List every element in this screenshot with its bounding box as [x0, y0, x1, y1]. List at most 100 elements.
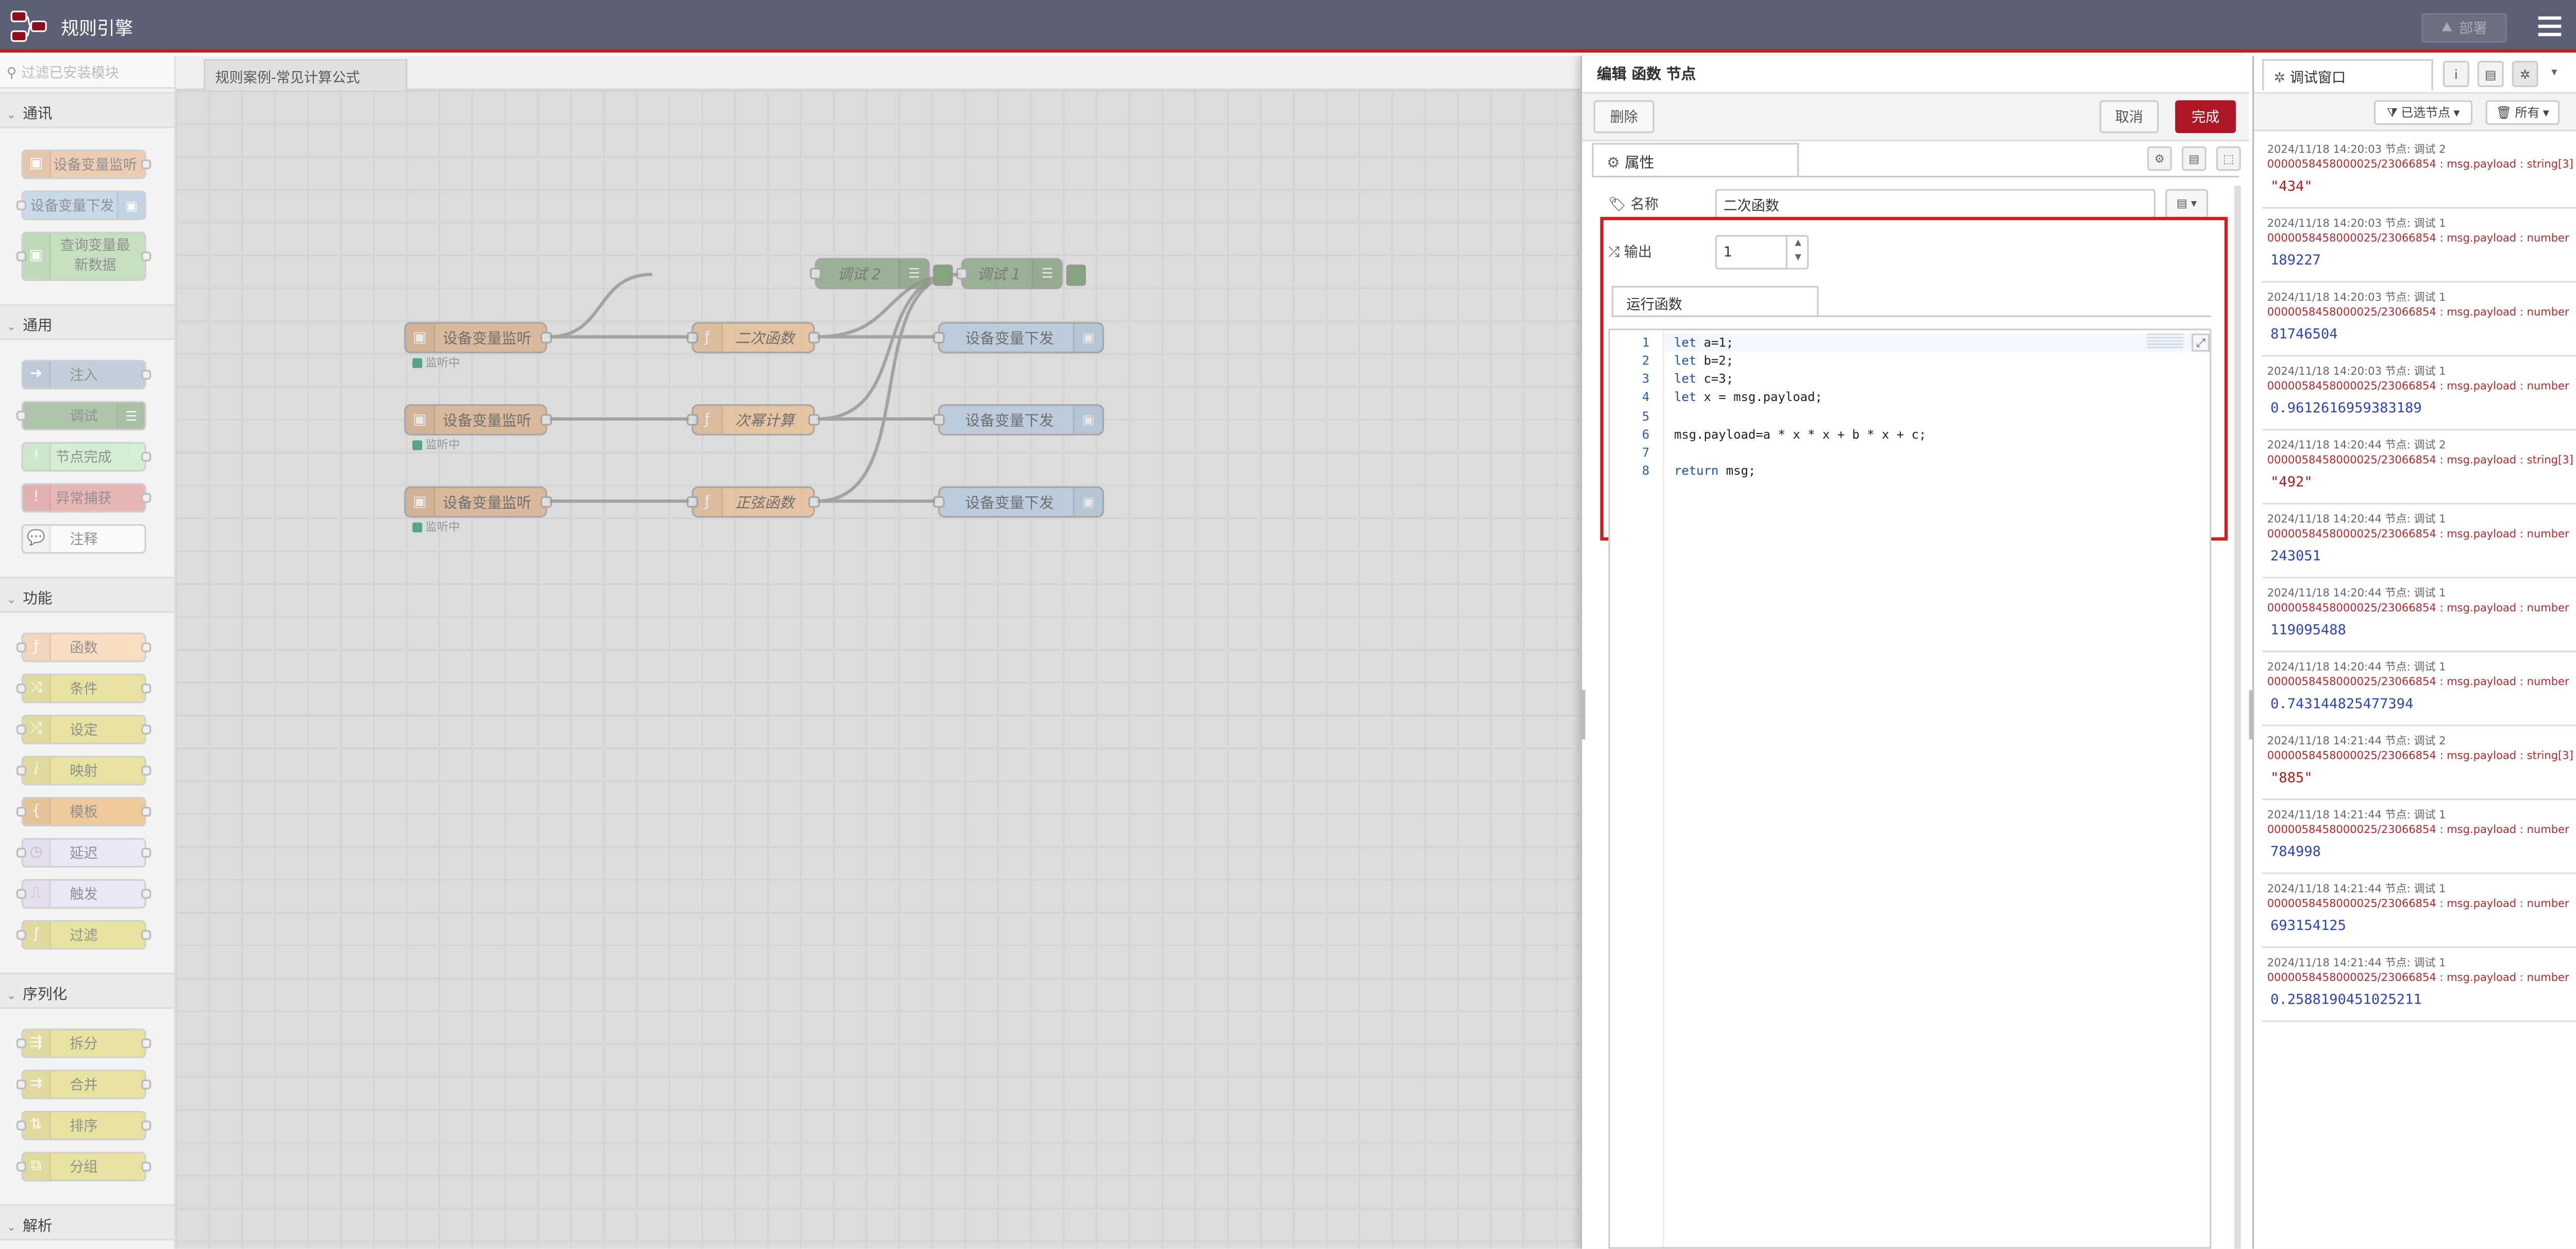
menu-icon[interactable] [2538, 16, 2562, 37]
description-icon[interactable]: ▤ [2182, 146, 2206, 171]
flow-node-device-listen-1[interactable]: ▣设备变量监听 [404, 322, 552, 354]
done-button[interactable]: 完成 [2175, 100, 2236, 134]
bug-icon[interactable]: ✲ [2512, 60, 2538, 87]
palette-category-comms[interactable]: ⌄通讯 [0, 92, 174, 128]
flow-node-debug-2[interactable]: 调试 2☰ [810, 258, 930, 289]
message-path[interactable]: 0000058458000025/23066854 : msg.payload … [2267, 749, 2573, 763]
message-path[interactable]: 0000058458000025/23066854 : msg.payload … [2267, 527, 2569, 541]
palette-node-trigger[interactable]: ⎍触发 [16, 879, 152, 909]
delete-button[interactable]: 删除 [1593, 100, 1654, 134]
editor-scrollbar[interactable] [2234, 186, 2241, 1249]
message-path[interactable]: 0000058458000025/23066854 : msg.payload … [2267, 379, 2569, 393]
appearance-icon[interactable]: ⬚ [2216, 146, 2241, 171]
message-path[interactable]: 0000058458000025/23066854 : msg.payload … [2267, 305, 2569, 319]
flow-node-debug-1[interactable]: 调试 1☰ [956, 258, 1063, 289]
palette-node-debug[interactable]: 调试☰ [16, 401, 146, 431]
spinner-arrows-icon[interactable]: ▲▼ [1785, 237, 1809, 268]
palette-node-join[interactable]: ⇉合并 [16, 1070, 152, 1100]
palette-search-input[interactable]: ⚲ 过滤已安装模块 [0, 56, 174, 89]
palette-node-complete[interactable]: !节点完成 [21, 442, 152, 472]
palette-category-sequence[interactable]: ⌄序列化 [0, 973, 174, 1009]
sidebar-resize-handle[interactable] [2249, 690, 2254, 740]
message-value[interactable]: "492" [2270, 475, 2313, 492]
filter-nodes-button[interactable]: ⧩已选节点▾ [2373, 100, 2473, 125]
tab-debug[interactable]: ✲ 调试窗口 [2262, 59, 2433, 91]
message-value[interactable]: 0.743144825477394 [2270, 696, 2414, 713]
palette-node-comment[interactable]: 💬注释 [21, 524, 146, 554]
message-value[interactable]: 784998 [2270, 844, 2321, 861]
palette-category-common[interactable]: ⌄通用 [0, 304, 174, 340]
code-editor[interactable]: 1 2 3 4 5 6 7 8 let a=1; let b=2; let c=… [1608, 328, 2212, 1249]
flow-node-device-listen-3[interactable]: ▣设备变量监听 [404, 486, 552, 518]
message-value[interactable]: 119095488 [2270, 623, 2346, 639]
flow-canvas[interactable]: 调试 2☰ 调试 1☰ ▣设备变量监听 监听中 ▣设备变量监听 监听中 ▣设备变… [176, 90, 1581, 1249]
palette-node-filter[interactable]: ∫过滤 [16, 920, 152, 950]
name-options-button[interactable]: ▤ ▾ [2165, 189, 2208, 219]
flow-node-device-send-3[interactable]: 设备变量下发▣ [933, 486, 1104, 518]
palette-node-batch[interactable]: ⧉分组 [16, 1152, 152, 1181]
tab-flow[interactable]: 规则案例-常见计算公式 [204, 59, 408, 91]
message-value[interactable]: "434" [2270, 179, 2313, 196]
message-value[interactable]: "885" [2270, 770, 2313, 787]
expand-icon[interactable]: ⤢ [2192, 334, 2210, 352]
message-path[interactable]: 0000058458000025/23066854 : msg.payload … [2267, 453, 2573, 467]
palette-node-sort[interactable]: ⇅排序 [16, 1110, 152, 1141]
clear-messages-button[interactable]: 🗑所有▾ [2485, 100, 2560, 125]
book-icon[interactable]: ▤ [2477, 60, 2504, 87]
info-icon[interactable]: i [2443, 60, 2469, 87]
tab-properties[interactable]: ⚙ 属性 [1592, 143, 1799, 176]
message-value[interactable]: 0.2588190451025211 [2270, 992, 2422, 1009]
editor-resize-handle[interactable] [1580, 690, 1585, 740]
palette-node-change[interactable]: ⤮设定 [16, 714, 152, 744]
debug-toggle-button[interactable] [1066, 264, 1086, 286]
message-value[interactable]: 189227 [2270, 253, 2321, 270]
message-path[interactable]: 0000058458000025/23066854 : msg.payload … [2267, 158, 2573, 171]
message-path[interactable]: 0000058458000025/23066854 : msg.payload … [2267, 971, 2569, 985]
debug-toggle-button[interactable] [933, 264, 953, 286]
tab-run-function[interactable]: 运行函数 [1611, 286, 1819, 318]
palette-node-split[interactable]: ⇶拆分 [16, 1028, 152, 1058]
palette-node-template[interactable]: {模板 [16, 796, 152, 827]
flow-node-device-send-1[interactable]: 设备变量下发▣ [933, 322, 1104, 354]
message-value[interactable]: 693154125 [2270, 918, 2346, 935]
chevron-down-icon[interactable]: ▾ [2551, 65, 2557, 79]
message-value[interactable]: 243051 [2270, 548, 2321, 565]
palette-node-delay[interactable]: ◷延迟 [16, 838, 152, 868]
palette-node-catch[interactable]: !异常捕获 [21, 483, 152, 513]
settings-icon[interactable]: ⚙ [2147, 146, 2172, 171]
message-value[interactable]: 0.9612616959383189 [2270, 401, 2422, 418]
outputs-spinner[interactable]: 1 [1715, 235, 1809, 270]
deploy-button[interactable]: ⛰ 部署 [2421, 13, 2507, 43]
message-value[interactable]: 81746504 [2270, 327, 2338, 344]
message-path[interactable]: 0000058458000025/23066854 : msg.payload … [2267, 601, 2569, 615]
palette-node-inject[interactable]: ➜注入 [21, 360, 152, 390]
palette-node-device-send[interactable]: 设备变量下发▣ [16, 190, 146, 221]
flow-node-device-listen-2[interactable]: ▣设备变量监听 [404, 404, 552, 436]
message-path[interactable]: 0000058458000025/23066854 : msg.payload … [2267, 897, 2569, 910]
palette-category-parser[interactable]: ⌄解析 [0, 1204, 174, 1241]
flow-node-device-send-2[interactable]: 设备变量下发▣ [933, 404, 1104, 436]
message-path[interactable]: 0000058458000025/23066854 : msg.payload … [2267, 675, 2569, 689]
cancel-button[interactable]: 取消 [2099, 100, 2159, 134]
palette-category-function[interactable]: ⌄功能 [0, 576, 174, 613]
palette-node-query-latest[interactable]: ▣查询变量最新数据 [16, 231, 152, 281]
name-input[interactable]: 二次函数 [1715, 189, 2155, 219]
message-path[interactable]: 0000058458000025/23066854 : msg.payload … [2267, 823, 2569, 837]
